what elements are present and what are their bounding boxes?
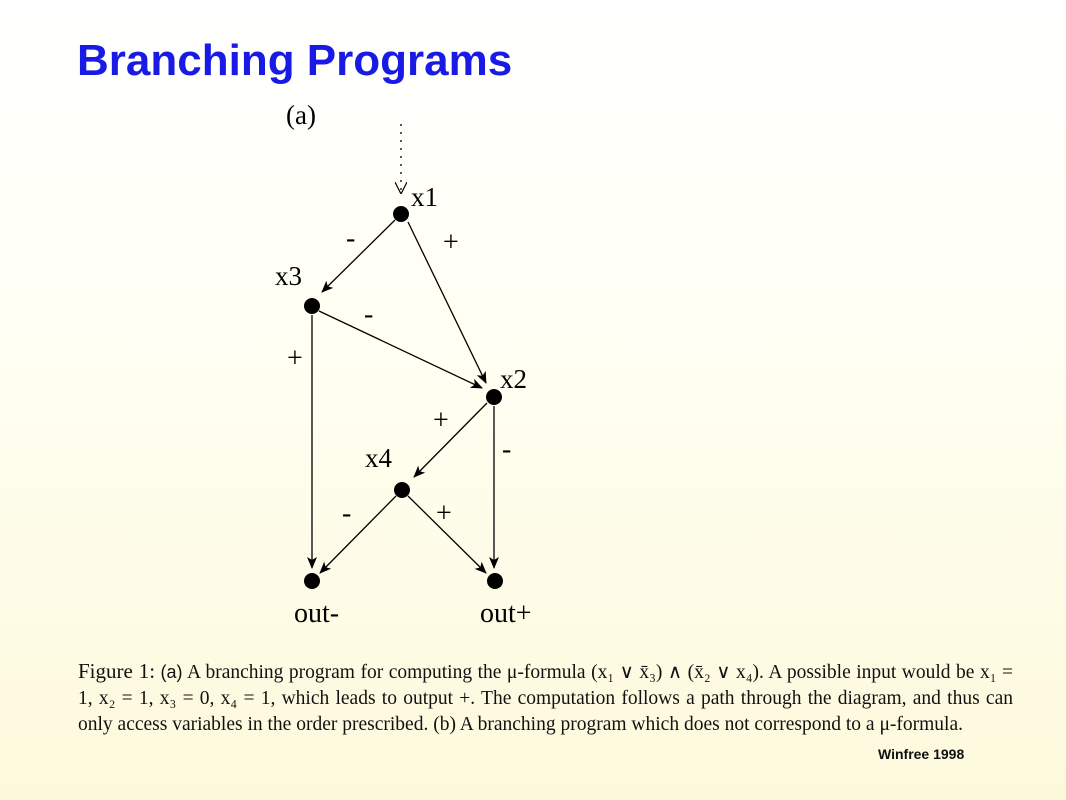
edge-x4-out-plus [407,495,487,574]
panel-label: (a) [286,100,316,130]
edge-x2-x4 [413,402,488,478]
node-out-plus [487,573,503,589]
label-x4: x4 [365,443,393,473]
sign-x1-x2: + [443,227,459,258]
figure-label: Figure 1: [78,659,156,683]
edge-x4-out-minus [319,495,397,574]
credit-text: Winfree 1998 [878,746,965,762]
edge-x1-x2 [407,221,487,384]
sign-x3-out-minus: + [287,343,303,374]
sign-x3-x2: - [364,299,373,330]
label-out-minus: out- [294,598,339,629]
node-x3 [304,298,320,314]
node-x4 [394,482,410,498]
label-x3: x3 [275,261,302,291]
caption-text-1: A branching program for computing the μ-… [78,662,1013,735]
caption-panel-b-marker: (b) [433,714,456,735]
edge-x1-x3 [321,219,396,293]
slide-title: Branching Programs [77,36,513,85]
sign-x2-out-plus: - [502,434,511,465]
node-x1 [393,206,409,222]
figure-caption: Figure 1: (a) A branching program for co… [78,658,1013,738]
edge-x3-x2 [318,310,483,389]
label-x2: x2 [500,364,527,394]
caption-panel-a-marker: (a) [160,662,183,682]
label-out-plus: out+ [480,598,532,629]
sign-x4-out-plus: + [436,498,452,529]
sign-x4-out-minus: - [342,498,351,529]
node-x2 [486,389,502,405]
node-out-minus [304,573,320,589]
sign-x1-x3: - [346,223,355,254]
sign-x2-x4: + [433,405,449,436]
caption-text-2: A branching program which does not corre… [455,714,963,735]
label-x1: x1 [411,182,438,212]
